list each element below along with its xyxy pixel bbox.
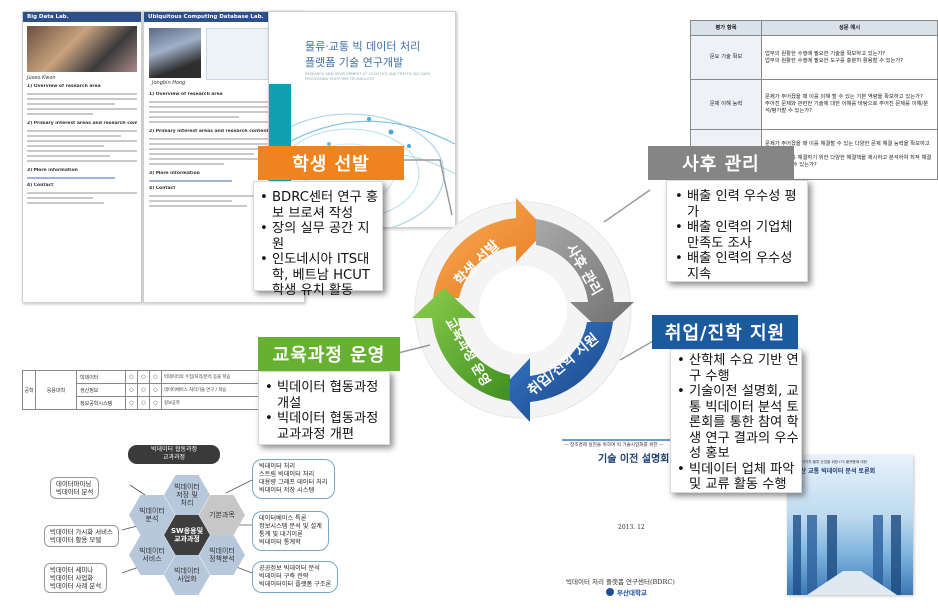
- curriculum-header: 교육과정 운영: [258, 337, 400, 371]
- cycle-segment-aftercare: [536, 219, 634, 332]
- hex-right-box: 데이터베이스 특론 정보시스템 분석 및 설계 통계 및 대기이론 빅데이터 통…: [252, 511, 329, 551]
- bigdata-heading-4: 4) Contact: [27, 183, 54, 188]
- eval-desc: 주어진 문제와 관련한 기술에 대한 이해를 바탕으로 주어진 문제를 이해/분…: [765, 101, 929, 114]
- cycle-segment-curriculum: [412, 288, 510, 401]
- hex-left-box: 데이터마이닝 빅데이터 분석: [50, 477, 100, 499]
- career-item: 산학체 수요 기반 연구 수행: [675, 353, 799, 384]
- hex-right-box: 빅데이터 처리 스트림 빅데이터 처리 대용량 그래프 데이터 처리 빅데이터 …: [252, 459, 335, 499]
- curriculum-panel: 빅데이터 협동과정 개설 빅데이터 협동과정 교과과정 개편: [258, 371, 390, 445]
- hex-right-box: 공공정보 빅데이터 분석 빅데이터 구축 전략 빅데이터이터 플랫폼 구조론: [252, 561, 339, 593]
- bigdata-lab-title: Big Data Lab.: [23, 12, 141, 22]
- ubiquitous-lab-member-name: Jongbin Hong: [152, 80, 186, 86]
- cycle-diagram: 학생 선발 사후 관리 취업/진학 지원 교육과정 운영: [412, 198, 634, 422]
- platform-subtitle: RESEARCH AND DEVELOPMENT OF LOGISTICS AN…: [305, 72, 431, 81]
- university-logo-icon: [606, 588, 614, 596]
- platform-title-line1: 물류·교통 빅 데이터 처리: [305, 40, 421, 53]
- briefing-divider: [562, 439, 722, 441]
- ubiq-heading-1: 1) Overview of research area: [149, 92, 223, 97]
- aftercare-item: 배출 인력의 기업체 만족도 조사: [673, 220, 803, 251]
- career-item: 빅데이터 업체 파악 및 교류 활동 수행: [675, 462, 799, 493]
- ubiq-heading-3: 3) More information: [149, 171, 200, 176]
- hex-center: SW응용및 교과과정: [164, 515, 210, 555]
- ubiquitous-lab-photo: [149, 28, 201, 78]
- course-side-2: 응용대학: [35, 370, 77, 410]
- eval-desc: 업무의 원활한 수행에 필요한 기술을 확보하고 있는가?: [765, 50, 886, 57]
- course-table-document: 공학 응용대학 빅데이터 ○ ○ ○ 빅데이터의 수집/처리/분석 등을 학습 …: [22, 370, 262, 428]
- cycle-segment-career: [500, 322, 613, 422]
- hex-commercialization: 빅데이터 사업화: [164, 555, 210, 595]
- forum-small-title: 고부가가치 물류 산업을 위한 ITS 플랫폼에 대한: [795, 460, 867, 464]
- hex-diagram-header: 빅데이터 협동과정 교과과정: [128, 445, 220, 464]
- aftercare-item: 배출 인력 우수성 평가: [673, 189, 803, 220]
- selection-panel: BDRC센터 연구 홍보 브로셔 작성 장의 실무 공간 지원 인도네시아 IT…: [253, 181, 383, 298]
- briefing-date: 2013. 12: [618, 524, 645, 531]
- aftercare-panel: 배출 인력 우수성 평가 배출 인력의 기업체 만족도 조사 배출 인력의 우수…: [666, 180, 808, 282]
- aftercare-header: 사후 관리: [648, 146, 794, 180]
- eval-row: 문제 이해 능력 문제가 주어졌을 때 이를 이해 할 수 있는 기본 역량을 …: [690, 79, 938, 130]
- ubiq-heading-2: 2) Primary interest areas and research c…: [149, 129, 272, 134]
- hex-center-line1: SW응용및: [170, 527, 204, 535]
- hex-header-line1: 빅데이터 협동과정: [150, 446, 198, 453]
- cycle-segment-selection: [433, 198, 546, 298]
- selection-header: 학생 선발: [258, 146, 404, 180]
- eval-row: 문요 기술 확보 업무의 원활한 수행에 필요한 기술을 확보하고 있는가?업무…: [690, 35, 938, 80]
- career-panel: 산학체 수요 기반 연구 수행 기술이전 설명회, 교통 빅데이터 분석 토론회…: [670, 349, 802, 493]
- bigdata-lab-member-name: Juseo Kwon: [27, 75, 56, 81]
- career-item: 기술이전 설명회, 교통 빅데이터 분석 토론회를 통한 참여 학생 연구 결과…: [675, 384, 799, 462]
- ubiquitous-lab-title: Ubiquitous Computing Database Lab.: [144, 12, 304, 22]
- curriculum-hex-diagram: 빅데이터 협동과정 교과과정 빅데이터 저장 및 처리 기본과목 빅데이터 분석…: [30, 445, 360, 605]
- bigdata-heading-2: 2) Primary interest areas and research c…: [27, 121, 137, 126]
- curriculum-item: 빅데이터 협동과정 개설: [263, 380, 385, 411]
- bigdata-heading-1: 1) Overview of research area: [27, 84, 101, 89]
- forum-title: 부산 교통 빅데이터 분석 토론회: [795, 468, 876, 475]
- hex-left-box: 빅데이터 세미나 빅데이터 사업화 빅데이터 사례 분석: [44, 563, 108, 593]
- forum-poster: 고부가가치 물류 산업을 위한 ITS 플랫폼에 대한 부산 교통 빅데이터 분…: [787, 455, 913, 595]
- bigdata-lab-document: Big Data Lab. Juseo Kwon 1) Overview of …: [22, 11, 142, 303]
- briefing-small-title: — 창조경제 실현을 위하여 빅 기술사업화를 위한 —: [564, 443, 664, 448]
- hex-policy-analysis: 빅데이터 정책분석: [199, 535, 245, 575]
- briefing-org: 빅데이터 처리 플랫폼 연구센터(BDRC): [566, 578, 675, 586]
- hex-center-line2: 교과과정: [174, 535, 200, 543]
- hex-left-box: 빅데이터 가시화 서비스 빅데이터 활용 모델: [44, 525, 119, 547]
- curriculum-item: 빅데이터 협동과정 교과과정 개편: [263, 411, 385, 442]
- eval-desc: 업무의 원활한 수행에 필요한 도구를 충분히 활용할 수 있는가?: [765, 57, 904, 64]
- bigdata-heading-3: 3) More information: [27, 168, 78, 173]
- course-table: 공학 응용대학 빅데이터 ○ ○ ○ 빅데이터의 수집/처리/분석 등을 학습 …: [22, 370, 262, 410]
- eval-desc: 문제가 주어졌을 때 이를 이해 할 수 있는 기본 역량을 확보하고 있는가?: [765, 94, 923, 100]
- hex-header-line2: 교과과정: [162, 454, 186, 461]
- briefing-title: 기술 이전 설명회: [598, 454, 670, 465]
- selection-item: 인도네시아 ITS대학, 베트남 HCUT 학생 유치 활동: [258, 252, 378, 299]
- aftercare-item: 배출 인력의 우수성 지속: [673, 251, 803, 282]
- course-cell: 정보공학시스템: [76, 396, 126, 410]
- platform-title-line2: 플랫폼 기술 연구개발: [305, 56, 404, 69]
- briefing-university: 부산대학교: [617, 589, 647, 597]
- eval-item: 문요 기술 확보: [690, 35, 762, 80]
- career-header: 취업/진학 지원: [652, 315, 798, 349]
- bigdata-lab-photo: [27, 26, 137, 72]
- hex-service: 빅데이터 서비스: [129, 535, 175, 575]
- ubiq-heading-4: 4) Contact: [149, 186, 176, 191]
- selection-item: 장의 실무 공간 지원: [258, 221, 378, 252]
- selection-item: BDRC센터 연구 홍보 브로셔 작성: [258, 190, 378, 221]
